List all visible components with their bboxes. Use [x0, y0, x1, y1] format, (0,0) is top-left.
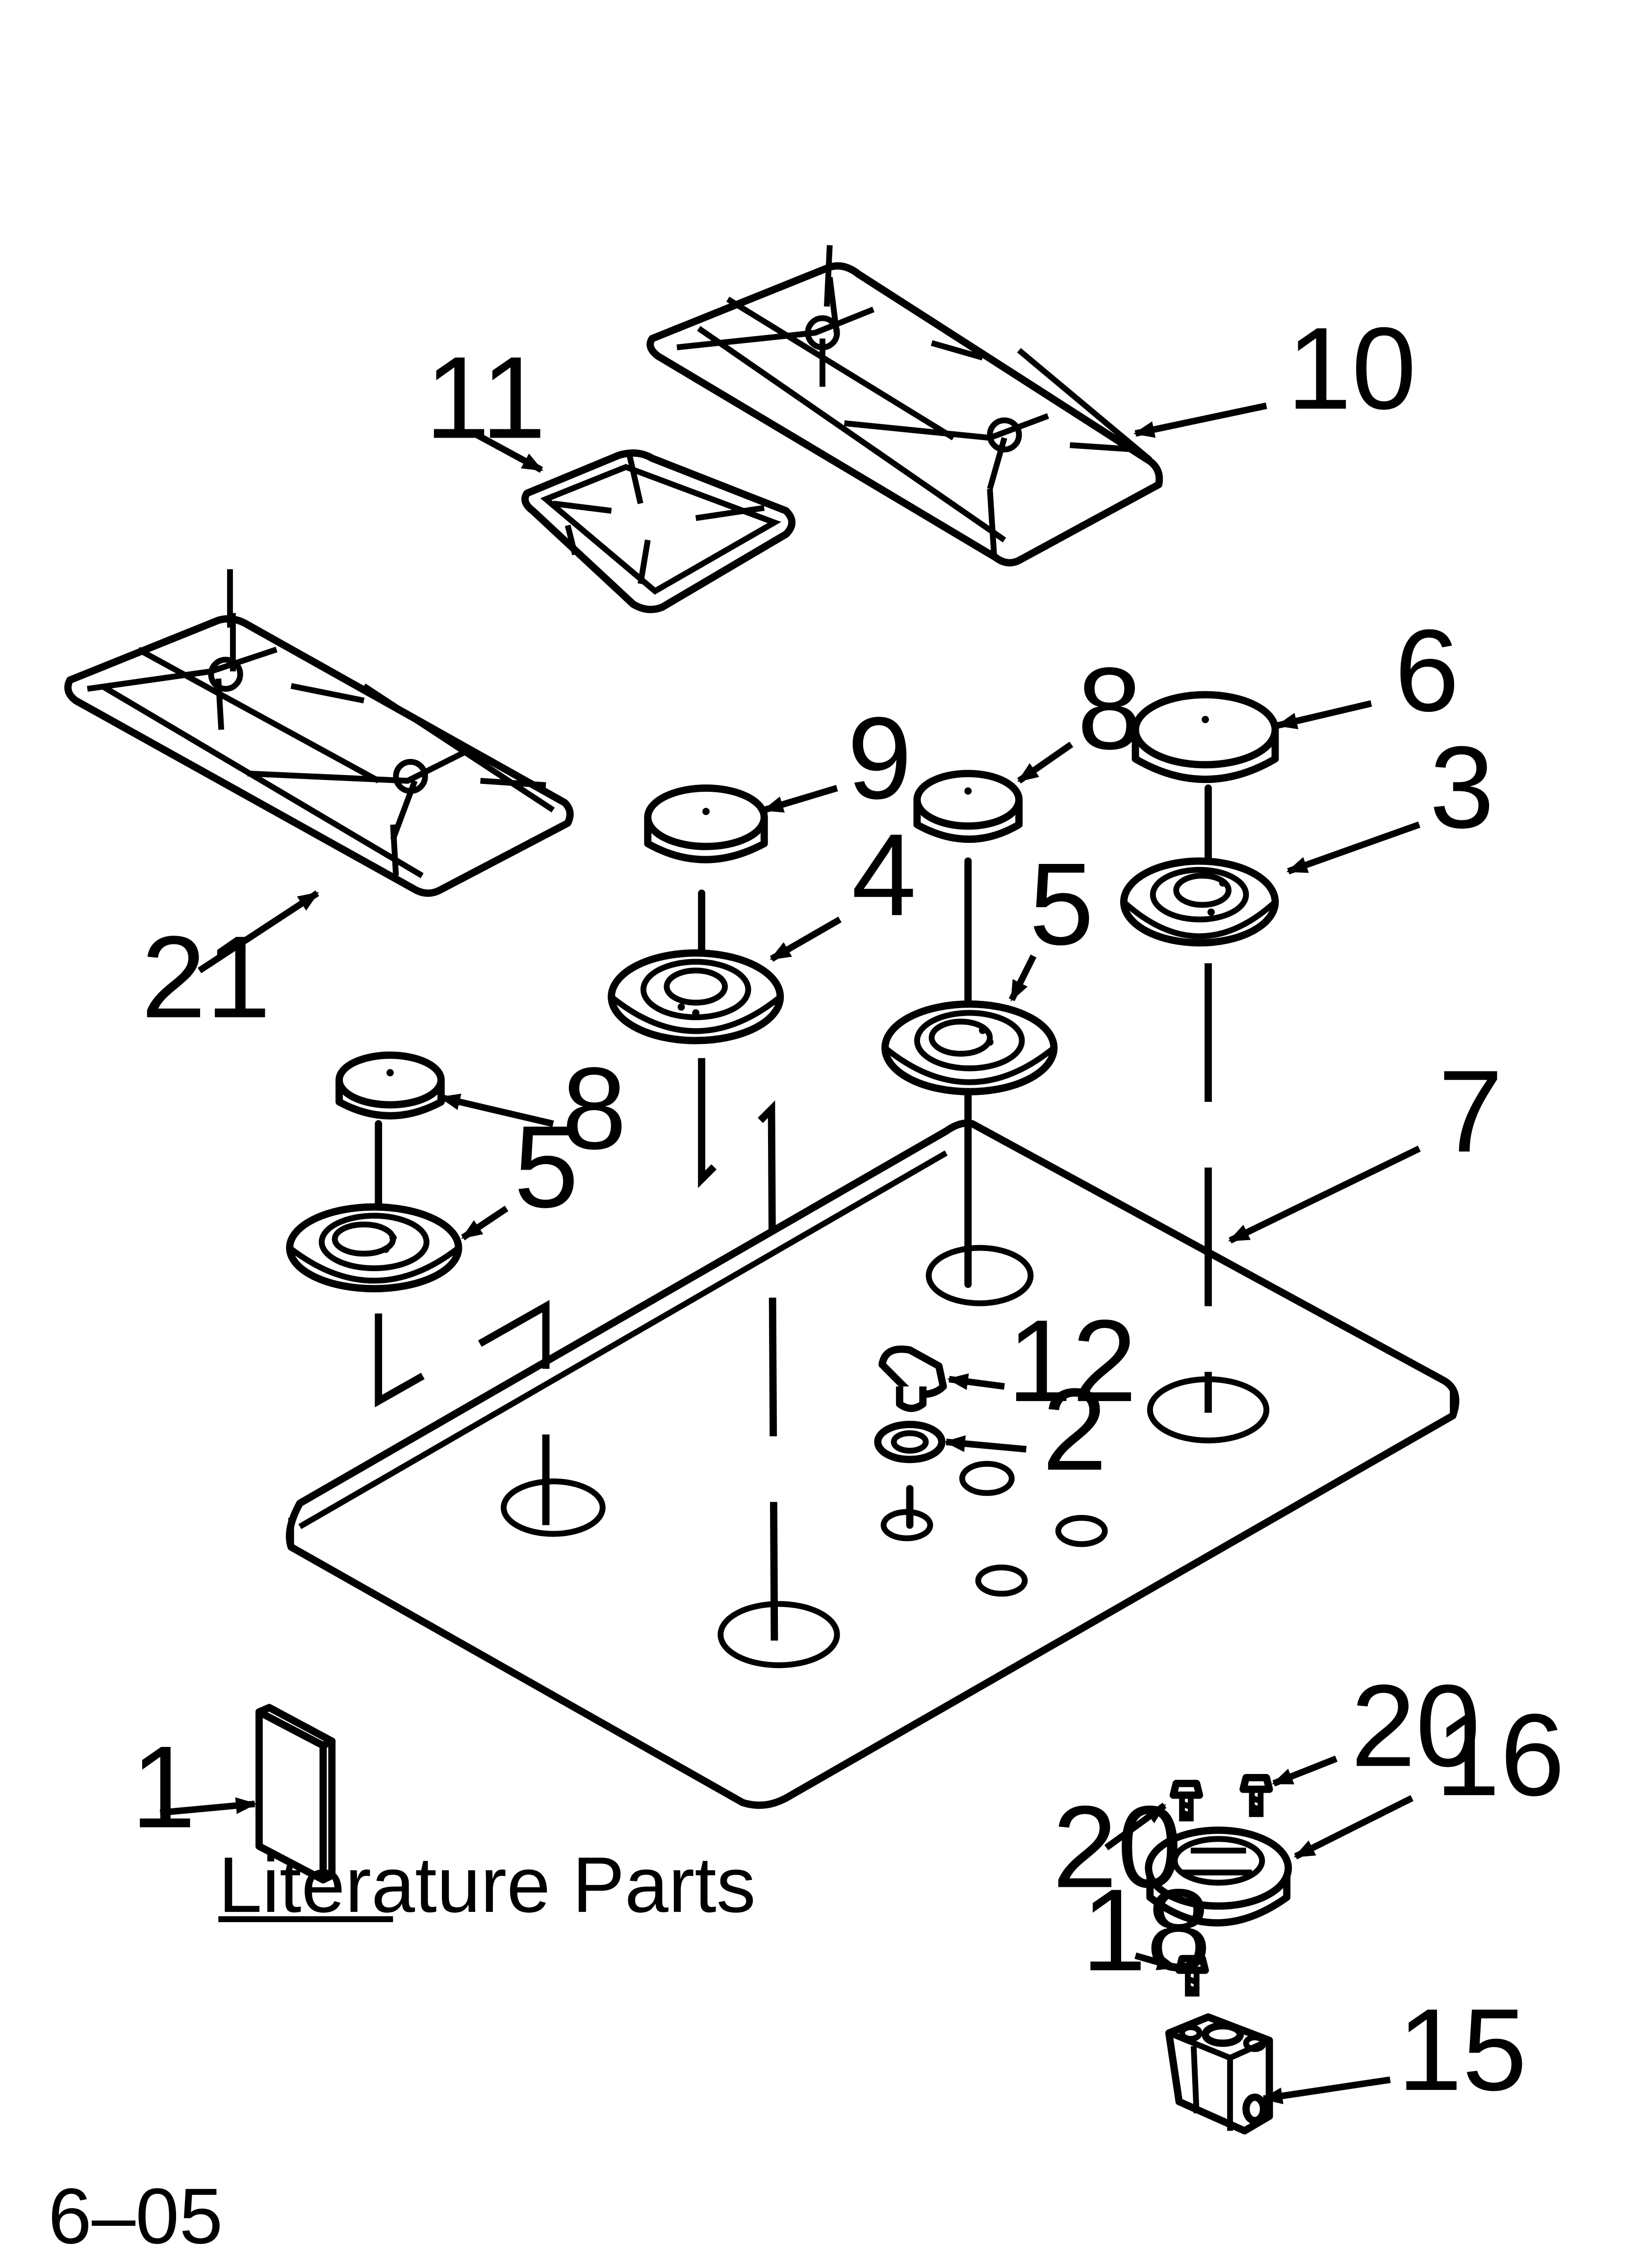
igniter-housing-15: [1165, 2013, 1273, 2135]
callout-21: 21: [141, 912, 271, 1042]
screw-20-right: [1239, 1773, 1273, 1817]
callout-16: 16: [1436, 1690, 1565, 1820]
burner-base-5-left: [286, 1203, 462, 1293]
burner-cap-8-top: [913, 770, 1023, 843]
page-code: 6–05: [48, 2172, 223, 2260]
burner-cap-9: [644, 784, 768, 863]
cooktop-holes: [501, 1245, 1270, 1668]
literature-parts: [218, 1704, 393, 1922]
callout-2: 2: [1042, 1364, 1107, 1494]
control-knob-12: [878, 1345, 947, 1412]
callout-6: 6: [1394, 606, 1459, 736]
burner-base-4: [608, 949, 784, 1044]
literature-caption: Literature Parts: [218, 1841, 756, 1929]
callout-20-left: 20: [1052, 1782, 1182, 1912]
leader-lines: [159, 402, 1421, 2105]
callout-9: 9: [847, 693, 912, 823]
grate-10: [646, 245, 1163, 567]
screw-20-left: [1169, 1779, 1204, 1822]
alignment-lines: [375, 784, 1212, 1646]
callout-12: 12: [1007, 1296, 1137, 1426]
callout-20-right: 20: [1351, 1661, 1480, 1791]
burner-cap-8-left: [335, 1051, 445, 1120]
callout-10: 10: [1287, 304, 1416, 434]
callout-15: 15: [1397, 1985, 1527, 2115]
burner-cap-6: [1131, 691, 1279, 783]
burner-base-5-mid: [881, 1000, 1058, 1095]
grate-21: [64, 569, 574, 897]
callout-1: 1: [131, 1722, 196, 1852]
burner-base-3: [1120, 857, 1279, 947]
callout-8-left: 8: [562, 1043, 627, 1173]
callout-18: 18: [1081, 1865, 1211, 1995]
callout-8-top: 8: [1077, 644, 1142, 774]
callout-5-left: 5: [514, 1102, 579, 1232]
callout-labels: 10 11 21 9 8 6 3 4 5 8 5 7 12 2 1 20 16 …: [131, 304, 1565, 2115]
cooktop-surface: [285, 1119, 1460, 1809]
callout-4: 4: [851, 810, 916, 940]
burner-base-16: [1145, 1826, 1292, 1927]
callout-7: 7: [1438, 1046, 1503, 1176]
screw-18: [1175, 1955, 1209, 1997]
callout-5-mid: 5: [1029, 839, 1094, 969]
callout-11: 11: [425, 333, 546, 463]
callout-3: 3: [1430, 723, 1494, 853]
grate-11: [521, 449, 796, 613]
bezel-2: [874, 1421, 946, 1463]
